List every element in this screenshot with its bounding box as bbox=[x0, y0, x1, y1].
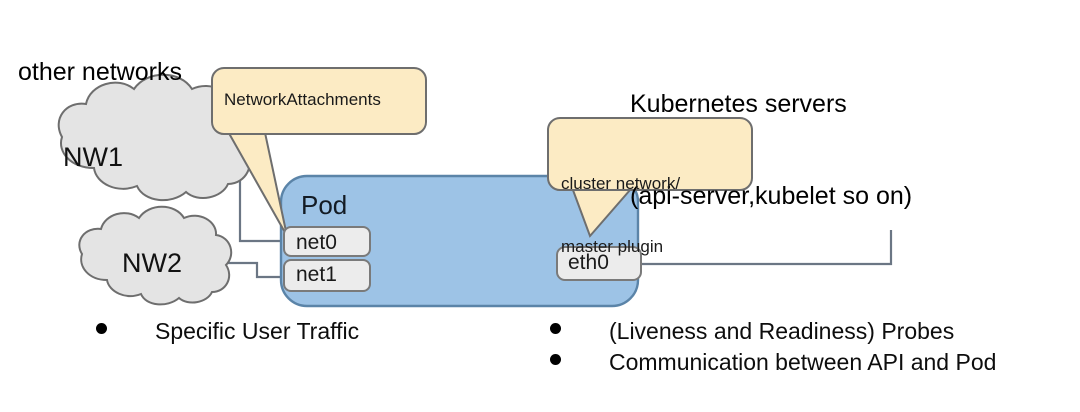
port-box-eth0[interactable] bbox=[556, 246, 642, 281]
callout-network-attachments-body bbox=[211, 67, 427, 135]
connector-eth0-to-k8s bbox=[636, 230, 893, 266]
bullet-dot-icon bbox=[550, 354, 561, 365]
cloud-nw2-shape bbox=[78, 205, 233, 306]
port-label-eth0: eth0 bbox=[568, 251, 609, 274]
callout-cluster-network-label: cluster network/ master plugin bbox=[561, 130, 680, 300]
label-other-networks: other networks bbox=[18, 58, 182, 86]
callout-cluster-network-line1: cluster network/ bbox=[561, 173, 681, 193]
list-item: Communication between API and Pod bbox=[550, 349, 996, 380]
callout-cluster-network-line2: master plugin bbox=[561, 237, 664, 257]
cloud-nw2 bbox=[78, 205, 233, 306]
port-box-net0[interactable] bbox=[283, 226, 371, 257]
bullet-label: Communication between API and Pod bbox=[609, 349, 997, 375]
callout-network-attachments bbox=[211, 67, 427, 237]
callout-network-attachments-label: NetworkAttachments bbox=[224, 90, 381, 109]
connector-nw2-to-net1 bbox=[224, 261, 292, 279]
port-label-net1: net1 bbox=[296, 263, 337, 286]
cloud-label-nw2: NW2 bbox=[122, 248, 182, 278]
port-box-net1[interactable] bbox=[283, 259, 371, 292]
callout-cluster-network-body bbox=[547, 117, 753, 191]
callout-cluster-network bbox=[547, 117, 753, 238]
list-item: Specific User Traffic bbox=[96, 318, 359, 349]
label-kubernetes-servers: Kubernetes servers (api-server,kubelet s… bbox=[630, 28, 912, 272]
bullet-label: (Liveness and Readiness) Probes bbox=[609, 318, 955, 344]
label-kubernetes-servers-line2: (api-server,kubelet so on) bbox=[630, 181, 913, 210]
bullet-dot-icon bbox=[96, 323, 107, 334]
port-label-net0: net0 bbox=[296, 231, 337, 254]
bullet-dot-icon bbox=[550, 323, 561, 334]
bullet-label: Specific User Traffic bbox=[155, 318, 360, 344]
label-kubernetes-servers-line1: Kubernetes servers bbox=[630, 90, 847, 118]
pod-label: Pod bbox=[301, 190, 348, 220]
bullet-list-right: (Liveness and Readiness) Probes Communic… bbox=[550, 318, 996, 380]
bullet-list-left: Specific User Traffic bbox=[96, 318, 359, 349]
list-item: (Liveness and Readiness) Probes bbox=[550, 318, 996, 349]
cloud-label-nw1: NW1 bbox=[63, 142, 123, 172]
